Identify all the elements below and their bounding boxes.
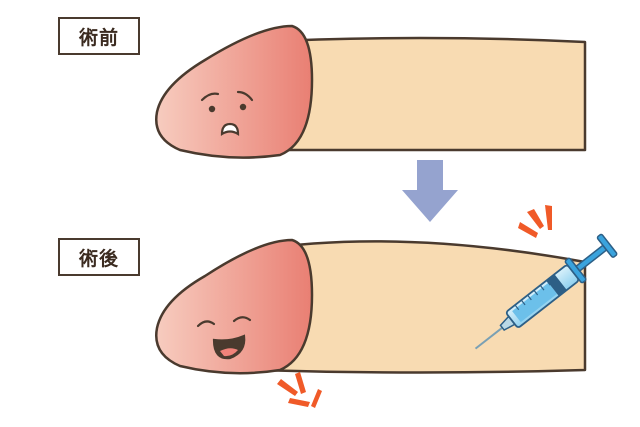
label-after-surgery: 術後 (58, 238, 140, 276)
emphasis-burst-icon (518, 205, 552, 238)
before-head (155, 24, 314, 159)
down-arrow-icon (402, 160, 458, 222)
before-body (155, 24, 587, 159)
after-shaft (253, 240, 587, 374)
syringe-icon (474, 233, 618, 350)
happy-face-icon (196, 316, 252, 360)
after-head (155, 238, 314, 375)
before-shaft (253, 36, 587, 152)
after-body (155, 238, 587, 375)
label-before-surgery: 術前 (58, 17, 140, 55)
worried-face-icon (200, 90, 254, 136)
emphasis-burst-icon (277, 372, 322, 408)
